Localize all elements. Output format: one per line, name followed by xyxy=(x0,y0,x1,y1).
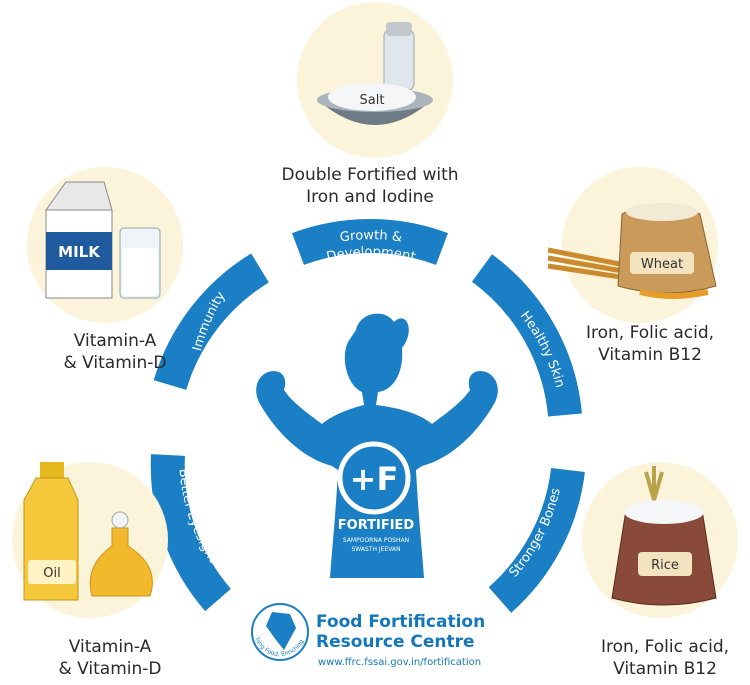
salt-caption-line2: Iron and Iodine xyxy=(306,187,434,207)
salt-caption: Double Fortified with Iron and Iodine xyxy=(270,164,470,208)
wheat-grains xyxy=(639,289,709,299)
emblem-outline xyxy=(251,603,309,661)
milk-caption-line2: & Vitamin-D xyxy=(63,353,167,373)
salt-caption-line1: Double Fortified with xyxy=(281,165,459,185)
arc-eyesight xyxy=(150,454,232,612)
rice-caption-line1: Iron, Folic acid, xyxy=(600,637,730,657)
salt-pile xyxy=(328,83,416,111)
ffrc-title: Food Fortification Resource Centre xyxy=(316,612,485,652)
fortified-figure: +F FORTIFIED SAMPOORNA POSHAN SWASTH JEE… xyxy=(256,313,498,578)
fortified-subtitle-line1: SAMPOORNA POSHAN xyxy=(343,537,409,544)
salt-shaker-cap xyxy=(386,22,412,36)
rice-grains-top xyxy=(624,500,704,524)
wheat-caption: Iron, Folic acid, Vitamin B12 xyxy=(575,322,725,366)
oil-bottle-cap xyxy=(40,462,64,478)
emblem-india-icon xyxy=(266,612,296,650)
wheat-illustration: Wheat xyxy=(547,167,718,323)
fortified-subtitle-line2: SWASTH JEEVAN xyxy=(351,546,400,553)
wheat-name: Wheat xyxy=(641,257,683,272)
milk-caption: Vitamin-A & Vitamin-D xyxy=(40,330,190,374)
salt-name: Salt xyxy=(360,93,385,108)
rice-illustration: Rice xyxy=(582,462,738,618)
ffrc-title-line1: Food Fortification xyxy=(316,612,486,632)
salt-illustration: Salt xyxy=(297,2,453,158)
oil-jug xyxy=(89,527,153,597)
fortified-badge: +F xyxy=(350,460,399,498)
ffrc-title-line2: Resource Centre xyxy=(316,632,475,652)
milk-caption-line1: Vitamin-A xyxy=(73,331,157,351)
oil-caption: Vitamin-A & Vitamin-D xyxy=(30,636,190,680)
milk-illustration: MILK xyxy=(27,167,183,323)
wheat-flour xyxy=(626,203,698,221)
arc-bones xyxy=(488,467,585,613)
ffrc-url: www.ffrc.fssai.gov.in/fortification xyxy=(318,657,482,668)
fortified-title: FORTIFIED xyxy=(338,518,415,533)
milk-glass-fill xyxy=(122,248,158,296)
wheat-caption-line2: Vitamin B12 xyxy=(598,345,702,365)
oil-illustration: Oil xyxy=(12,462,168,618)
rice-name: Rice xyxy=(651,558,679,573)
benefit-ring xyxy=(150,219,585,613)
oil-caption-line2: & Vitamin-D xyxy=(58,659,162,679)
arc-skin xyxy=(471,254,582,417)
rice-caption: Iron, Folic acid, Vitamin B12 xyxy=(585,636,745,680)
oil-caption-line1: Vitamin-A xyxy=(68,637,152,657)
milk-label-band xyxy=(46,232,112,270)
arc-growth xyxy=(292,219,448,266)
wheat-tag xyxy=(630,252,694,274)
benefit-growth-line1: Growth & xyxy=(339,228,403,245)
rice-tag xyxy=(638,552,692,576)
rice-caption-line2: Vitamin B12 xyxy=(613,659,717,679)
arc-immunity xyxy=(153,253,270,391)
benefit-growth-line2: Development xyxy=(325,245,417,265)
milk-name: MILK xyxy=(58,243,101,261)
oil-name: Oil xyxy=(43,566,60,581)
oil-jug-stopper xyxy=(111,511,129,529)
salt-bg-circle xyxy=(297,2,453,158)
oil-label-tag xyxy=(28,560,76,584)
wheat-caption-line1: Iron, Folic acid, xyxy=(585,323,715,343)
salt-shaker xyxy=(383,29,415,91)
fortified-logo-circle xyxy=(337,441,411,515)
